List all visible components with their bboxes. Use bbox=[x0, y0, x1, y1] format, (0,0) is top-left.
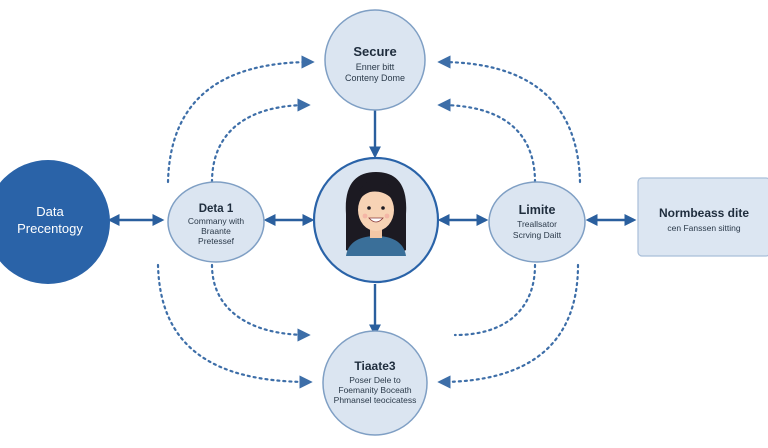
node-normbeass-dite: Normbeass dite cen Fanssen sitting bbox=[637, 177, 768, 257]
node-left-line2: Precentogy bbox=[17, 221, 83, 236]
node-bottom-title: Tiaate3 bbox=[354, 359, 395, 373]
node-deta1-sub3: Pretessef bbox=[198, 236, 235, 246]
loop-outer-top-right bbox=[437, 55, 582, 184]
loop-outer-bottom-left bbox=[156, 263, 313, 389]
node-secure-sub2: Conteny Dome bbox=[345, 73, 405, 83]
node-limite-title: Limite bbox=[519, 203, 556, 217]
node-bottom-sub1: Poser Dele to bbox=[349, 375, 401, 385]
node-secure-sub1: Enner bitt bbox=[356, 62, 395, 72]
node-data-precentogy: Data Precentogy bbox=[0, 160, 110, 284]
loop-inner-bottom-right bbox=[453, 263, 537, 337]
node-limite-sub1: Treallsator bbox=[517, 219, 557, 229]
node-tiaate3: Tiaate3 Poser Dele to Foemanity Boceath … bbox=[322, 330, 428, 436]
svg-text:Data: Data bbox=[36, 204, 64, 219]
solid-arrows bbox=[107, 106, 637, 337]
loop-inner-top-left bbox=[210, 98, 311, 184]
svg-text:Precentogy: Precentogy bbox=[17, 221, 83, 236]
loop-outer-top-left bbox=[166, 55, 315, 184]
node-right-title: Normbeass dite bbox=[659, 206, 749, 220]
node-secure-title: Secure bbox=[353, 44, 396, 59]
loop-outer-bottom-right bbox=[437, 263, 580, 389]
node-secure: Secure Enner bitt Conteny Dome bbox=[324, 9, 426, 111]
node-bottom-sub3: Phmansel teocicatess bbox=[334, 395, 417, 405]
woman-avatar-icon bbox=[345, 172, 407, 256]
node-deta1-title: Deta 1 bbox=[199, 203, 234, 215]
loop-inner-top-right bbox=[437, 98, 537, 184]
node-right-sub: cen Fanssen sitting bbox=[667, 223, 741, 233]
node-left-line1: Data bbox=[36, 204, 64, 219]
node-limite: Limite Treallsator Scrving Daitt bbox=[488, 181, 586, 263]
node-bottom-sub2: Foemanity Boceath bbox=[338, 385, 412, 395]
node-deta1-sub1: Commany with bbox=[188, 216, 244, 226]
node-deta-1: Deta 1 Commany with Braante Pretessef bbox=[167, 181, 265, 263]
node-center-avatar bbox=[312, 156, 440, 284]
loop-inner-bottom-left bbox=[210, 263, 311, 342]
dotted-loops bbox=[156, 55, 582, 389]
node-limite-sub2: Scrving Daitt bbox=[513, 230, 562, 240]
node-deta1-sub2: Braante bbox=[201, 226, 231, 236]
